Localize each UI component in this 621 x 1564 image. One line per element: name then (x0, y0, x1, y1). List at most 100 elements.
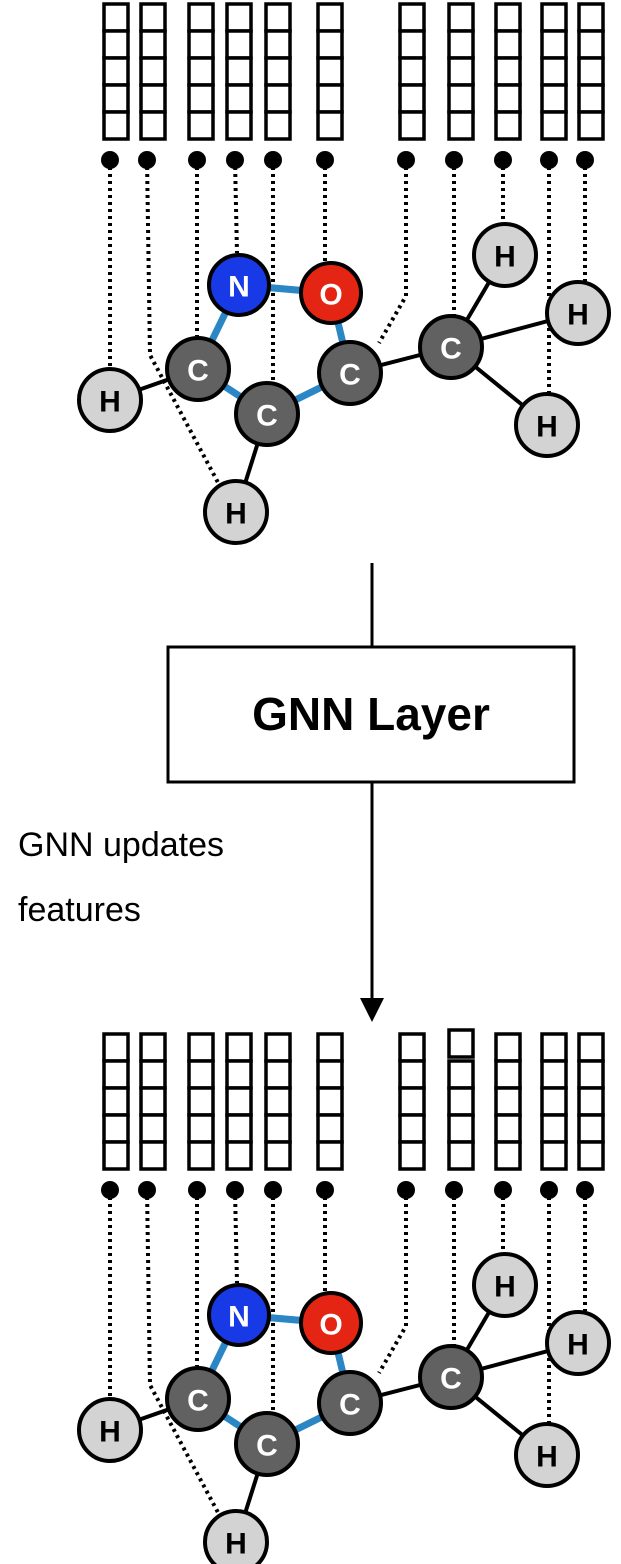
atom-label: H (494, 241, 516, 274)
feature-cell (102, 110, 130, 141)
feature-cell (264, 110, 292, 141)
atom-o1: O (299, 261, 363, 325)
feature-cell (447, 1140, 475, 1171)
feature-cell (577, 83, 605, 114)
feature-cell (139, 83, 167, 114)
atom-circle (77, 367, 143, 433)
atom-c3: C (317, 340, 383, 406)
feature-cell (577, 1059, 605, 1090)
feature-cell (102, 1059, 130, 1090)
atom-c2: C (234, 1411, 300, 1477)
feature-cell (398, 110, 426, 141)
feature-cell (540, 1113, 568, 1144)
atom-label: C (440, 1363, 462, 1396)
atom-label: C (256, 1430, 278, 1463)
feature-cell (398, 29, 426, 60)
feature-cell (540, 2, 568, 33)
atom-c4: C (418, 314, 484, 380)
feature-cell (316, 1059, 344, 1090)
feature-cell (316, 1032, 344, 1063)
atom-n1: N (207, 1283, 271, 1347)
feature-cell (447, 1028, 475, 1059)
anchor-dot (264, 1181, 282, 1199)
atom-circle (317, 340, 383, 406)
feature-vector-c3-input (398, 2, 426, 141)
atom-circle (418, 1344, 484, 1410)
atom-label: H (494, 1271, 516, 1304)
anchor-dot (494, 1181, 512, 1199)
atom-label: H (536, 1441, 558, 1474)
feature-cell (540, 56, 568, 87)
connector-h2 (145, 1189, 224, 1521)
atom-circle (207, 253, 271, 317)
feature-cell (577, 29, 605, 60)
atom-label: H (536, 411, 558, 444)
feature-cell (139, 56, 167, 87)
feature-cell (102, 83, 130, 114)
feature-cell (540, 1140, 568, 1171)
atom-label: O (319, 1309, 342, 1342)
anchor-dot (540, 1181, 558, 1199)
feature-cell (139, 1140, 167, 1171)
feature-cell (398, 2, 426, 33)
feature-cell (494, 1113, 522, 1144)
feature-cell (139, 1113, 167, 1144)
feature-vector-h5-updated (540, 1032, 568, 1171)
feature-cell (316, 1113, 344, 1144)
feature-vector-h2-updated (139, 1032, 167, 1171)
feature-cell (225, 2, 253, 33)
feature-cell (316, 1140, 344, 1171)
atom-label: H (567, 299, 589, 332)
anchor-dot (494, 151, 512, 169)
feature-vector-n1-input (225, 2, 253, 141)
feature-cell (540, 1059, 568, 1090)
feature-cell (264, 1086, 292, 1117)
feature-cell (577, 1140, 605, 1171)
feature-cell (540, 1032, 568, 1063)
atom-circle (514, 1422, 580, 1488)
feature-cell (398, 1086, 426, 1117)
atom-c4: C (418, 1344, 484, 1410)
feature-cell (225, 1113, 253, 1144)
atom-h4: H (514, 1422, 580, 1488)
feature-cell (577, 56, 605, 87)
atom-label: H (567, 1329, 589, 1362)
feature-cell (187, 1140, 215, 1171)
feature-vector-h3-input (494, 2, 522, 141)
atom-c3: C (317, 1370, 383, 1436)
feature-cell (264, 56, 292, 87)
atom-o1: O (299, 1291, 363, 1355)
atom-label: H (99, 386, 121, 419)
feature-vector-n1-updated (225, 1032, 253, 1171)
atom-label: C (256, 400, 278, 433)
feature-cell (540, 1086, 568, 1117)
feature-cell (494, 1032, 522, 1063)
atom-label: C (440, 333, 462, 366)
atom-h4: H (514, 392, 580, 458)
feature-cell (398, 1032, 426, 1063)
feature-cell (316, 110, 344, 141)
atom-circle (317, 1370, 383, 1436)
anchor-dot (264, 151, 282, 169)
atom-circle (203, 1509, 269, 1564)
feature-cell (398, 1113, 426, 1144)
anchor-dot (138, 151, 156, 169)
arrow-label: GNN updates features (18, 826, 233, 929)
feature-cell (139, 1086, 167, 1117)
feature-cell (447, 1113, 475, 1144)
feature-cell (494, 1086, 522, 1117)
atom-circle (165, 1366, 231, 1432)
connector-h2 (145, 159, 224, 491)
anchor-dot (576, 1181, 594, 1199)
feature-cell (447, 56, 475, 87)
gnn-layer-label: GNN Layer (252, 688, 490, 740)
atom-h5: H (545, 1310, 611, 1376)
anchor-dot (188, 1181, 206, 1199)
feature-cell (398, 1140, 426, 1171)
feature-cell (225, 110, 253, 141)
atom-label: C (187, 1385, 209, 1418)
atom-h2: H (203, 479, 269, 545)
feature-cell (225, 29, 253, 60)
feature-cell (577, 2, 605, 33)
feature-cell (264, 1032, 292, 1063)
